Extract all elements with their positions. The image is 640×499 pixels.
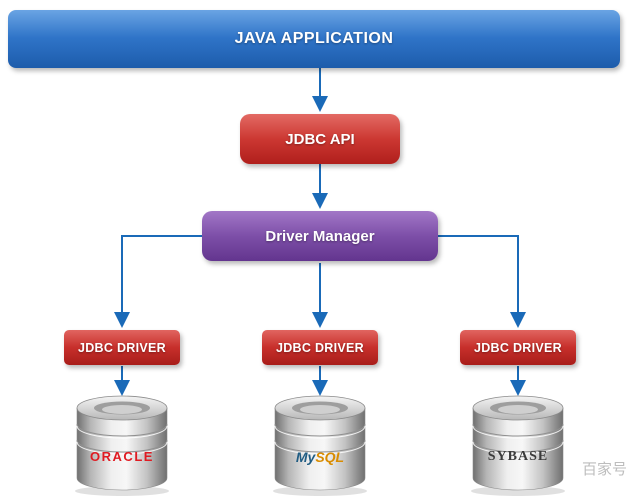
jdbc-driver-node-left: JDBC DRIVER [64,330,180,365]
mysql-label: MySQL [272,449,368,465]
driver-manager-node: Driver Manager [202,211,438,261]
java-application-node: JAVA APPLICATION [8,10,620,68]
sybase-label: SYBASE [487,449,549,464]
arrow-manager-to-driver-left [114,235,202,328]
baijiahao-watermark: 百家号 [582,461,628,478]
jdbc-driver-node-right: JDBC DRIVER [460,330,576,365]
database-cylinder-mysql [273,395,367,496]
database-cylinder-oracle [75,395,169,496]
jdbc-driver-node-center: JDBC DRIVER [262,330,378,365]
jdbc-api-node: JDBC API [240,114,400,164]
arrow-manager-to-driver-right [438,235,526,328]
mysql-label-sql: SQL [315,449,345,465]
database-cylinder-sybase [471,395,565,496]
mysql-label-my: My [295,449,316,465]
oracle-label: ORACLE [90,449,154,464]
